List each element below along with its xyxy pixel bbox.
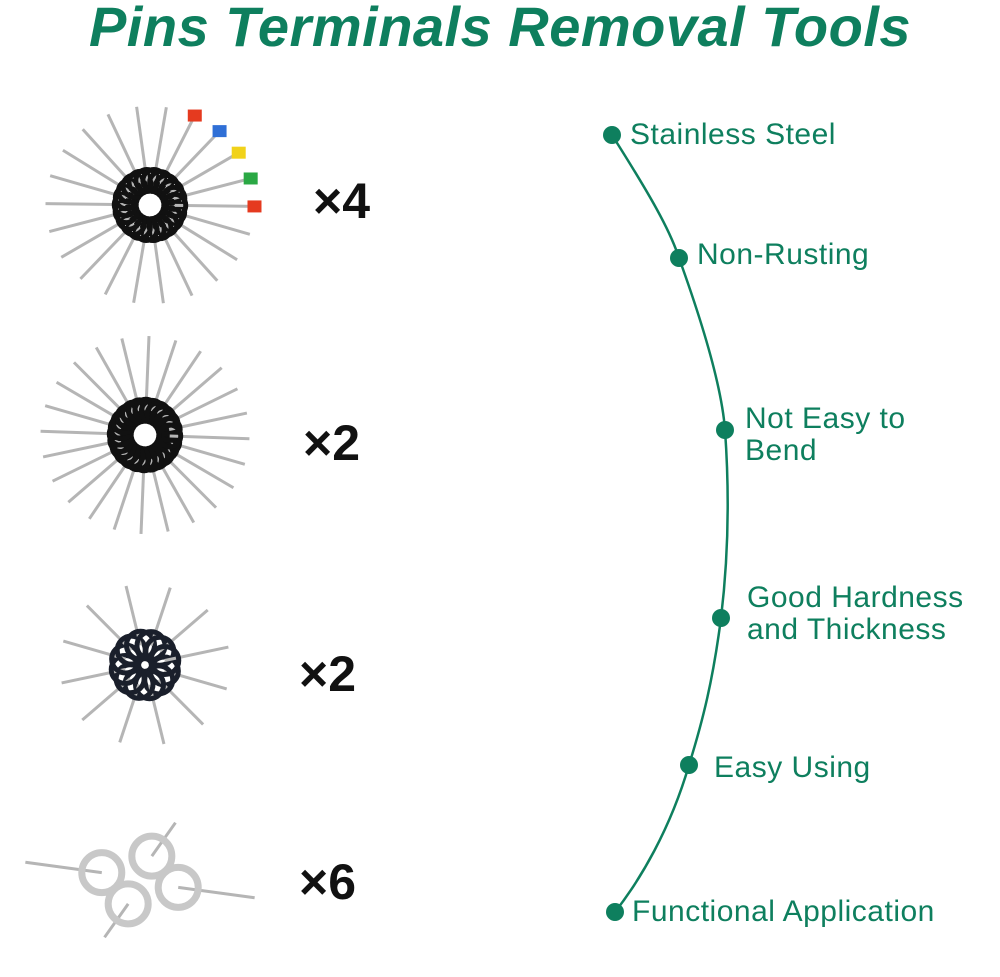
tool-ring [108,652,142,686]
pin-colored-tip [247,200,262,213]
tool-kit-image-3 [61,585,229,745]
timeline-dot [603,126,621,144]
tool-ring [156,422,184,450]
tool-kit-image-2 [40,336,250,534]
kit-quantity-3: ×2 [299,646,357,702]
tool-kit-image-4 [25,821,255,939]
pin-colored-tip [231,146,246,159]
tool-ring [161,191,189,219]
page-title: Pins Terminals Removal Tools [88,0,912,58]
kit-quantity-4: ×6 [299,854,357,910]
tool-ring [104,880,152,928]
feature-label: Easy Using [714,751,871,784]
tool-ring [128,832,176,880]
feature-label: Non-Rusting [697,238,870,271]
timeline-dot [712,609,730,627]
tool-ring [124,628,158,662]
pin-shaft [164,645,229,662]
tool-ring [132,668,166,702]
pin-colored-tip [212,125,227,138]
pin-shaft [163,669,228,691]
timeline-dot [680,756,698,774]
tool-ring [148,644,182,678]
feature-label: Stainless Steel [630,118,836,151]
feature-label: Functional Application [632,895,935,928]
pin-shaft [25,860,102,875]
timeline-dot [716,421,734,439]
pin-colored-tip [243,172,258,185]
timeline-dot [606,903,624,921]
timeline-dot [670,249,688,267]
pin-shaft [178,885,255,900]
pin-colored-tip [187,109,202,122]
pin-shaft [85,604,133,652]
kit-quantity-1: ×4 [313,173,371,229]
pin-shaft [157,678,205,726]
tool-ring [154,863,202,911]
pin-shaft [61,668,126,685]
kit-quantity-2: ×2 [303,415,361,471]
tool-kit-image-1 [45,106,262,304]
pin-shaft [62,639,127,661]
tool-ring [78,849,126,897]
